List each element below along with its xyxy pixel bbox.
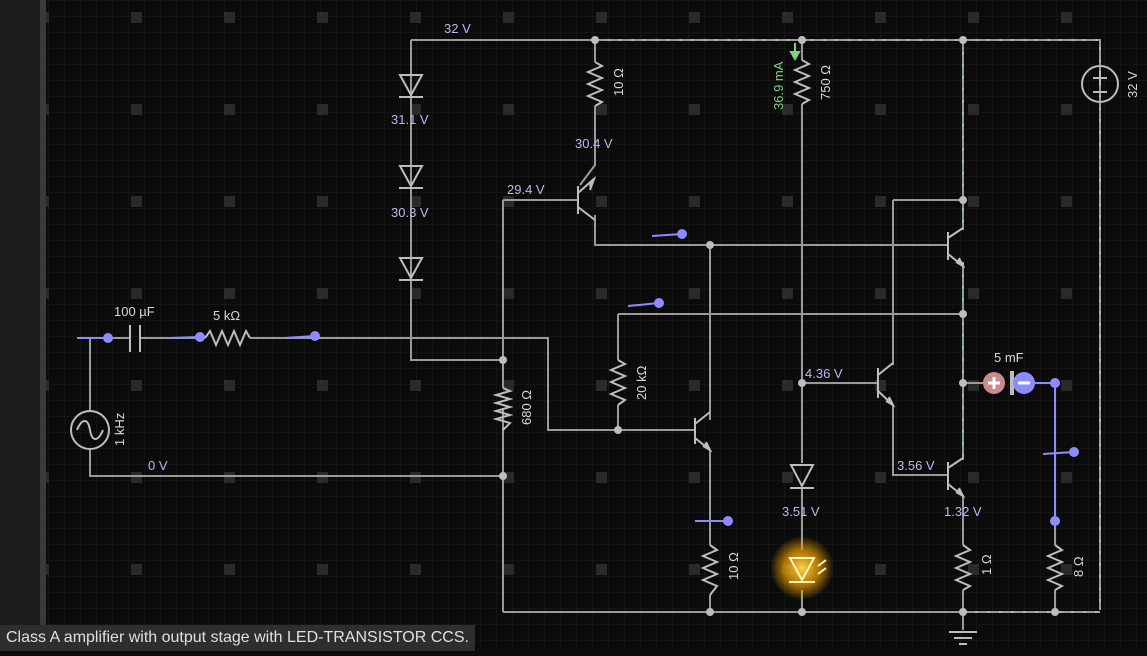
label-r680: 680 Ω xyxy=(519,390,534,425)
label-d1-voltage: 31.1 V xyxy=(391,112,429,127)
transistor-q3-npn[interactable] xyxy=(877,362,896,408)
dc-source[interactable] xyxy=(1081,65,1119,103)
label-v-3-51: 3.51 V xyxy=(782,504,820,519)
capacitor-100uf[interactable] xyxy=(129,325,141,352)
resistor-8[interactable] xyxy=(1045,544,1065,591)
capacitor-5mf[interactable] xyxy=(983,371,1055,395)
label-r20k: 20 kΩ xyxy=(634,365,649,400)
label-r10-top: 10 Ω xyxy=(611,68,626,96)
label-r750: 750 Ω xyxy=(818,65,833,100)
diode-d1[interactable] xyxy=(398,74,424,98)
diode-d4[interactable] xyxy=(789,464,815,489)
resistor-750[interactable] xyxy=(792,59,812,105)
label-v-1-32: 1.32 V xyxy=(944,504,982,519)
label-r10-bottom: 10 Ω xyxy=(726,552,741,580)
transistor-q1-pnp[interactable] xyxy=(577,175,597,221)
led-glow xyxy=(770,536,834,600)
label-v-30-4: 30.4 V xyxy=(575,136,613,151)
label-current: 36.9 mA xyxy=(771,61,786,110)
current-arrow xyxy=(789,43,801,62)
ac-source[interactable] xyxy=(70,410,110,450)
label-v-0: 0 V xyxy=(148,458,168,473)
probes[interactable] xyxy=(77,229,1079,526)
ground-symbol xyxy=(949,631,977,645)
diode-d3[interactable] xyxy=(398,257,424,281)
label-v-29-4: 29.4 V xyxy=(507,182,545,197)
label-v-4-36: 4.36 V xyxy=(805,366,843,381)
label-v-3-56: 3.56 V xyxy=(897,458,935,473)
resistor-1[interactable] xyxy=(953,544,973,591)
transistor-q2-npn[interactable] xyxy=(694,411,713,453)
label-supply-v: 32 V xyxy=(1125,71,1140,98)
label-cap5m: 5 mF xyxy=(994,350,1024,365)
label-r1: 1 Ω xyxy=(979,554,994,575)
grid-markers xyxy=(46,0,1147,651)
transistor-q5-npn[interactable] xyxy=(947,457,966,499)
toolbar-divider xyxy=(40,0,46,651)
transistor-q4-npn[interactable] xyxy=(947,227,966,269)
resistor-10-bottom[interactable] xyxy=(700,544,720,596)
label-d2-voltage: 30.3 V xyxy=(391,205,429,220)
circuit-caption: Class A amplifier with output stage with… xyxy=(0,625,475,651)
left-toolbar xyxy=(0,0,40,651)
circuit-canvas[interactable]: 32 V 31.1 V 30.3 V 10 Ω 30.4 V 29.4 V 36… xyxy=(46,0,1147,651)
label-cap100: 100 µF xyxy=(114,304,155,319)
label-ac-freq: 1 kHz xyxy=(112,413,127,446)
label-r8: 8 Ω xyxy=(1071,556,1086,577)
diode-d2[interactable] xyxy=(398,165,424,189)
junction-nodes xyxy=(499,36,1059,616)
resistor-10-top[interactable] xyxy=(585,61,605,107)
resistor-20k[interactable] xyxy=(608,359,628,406)
label-r5k: 5 kΩ xyxy=(213,308,240,323)
resistor-680[interactable] xyxy=(492,387,514,431)
resistor-5k[interactable] xyxy=(204,328,251,348)
led[interactable] xyxy=(788,557,827,583)
label-v-top: 32 V xyxy=(444,21,471,36)
